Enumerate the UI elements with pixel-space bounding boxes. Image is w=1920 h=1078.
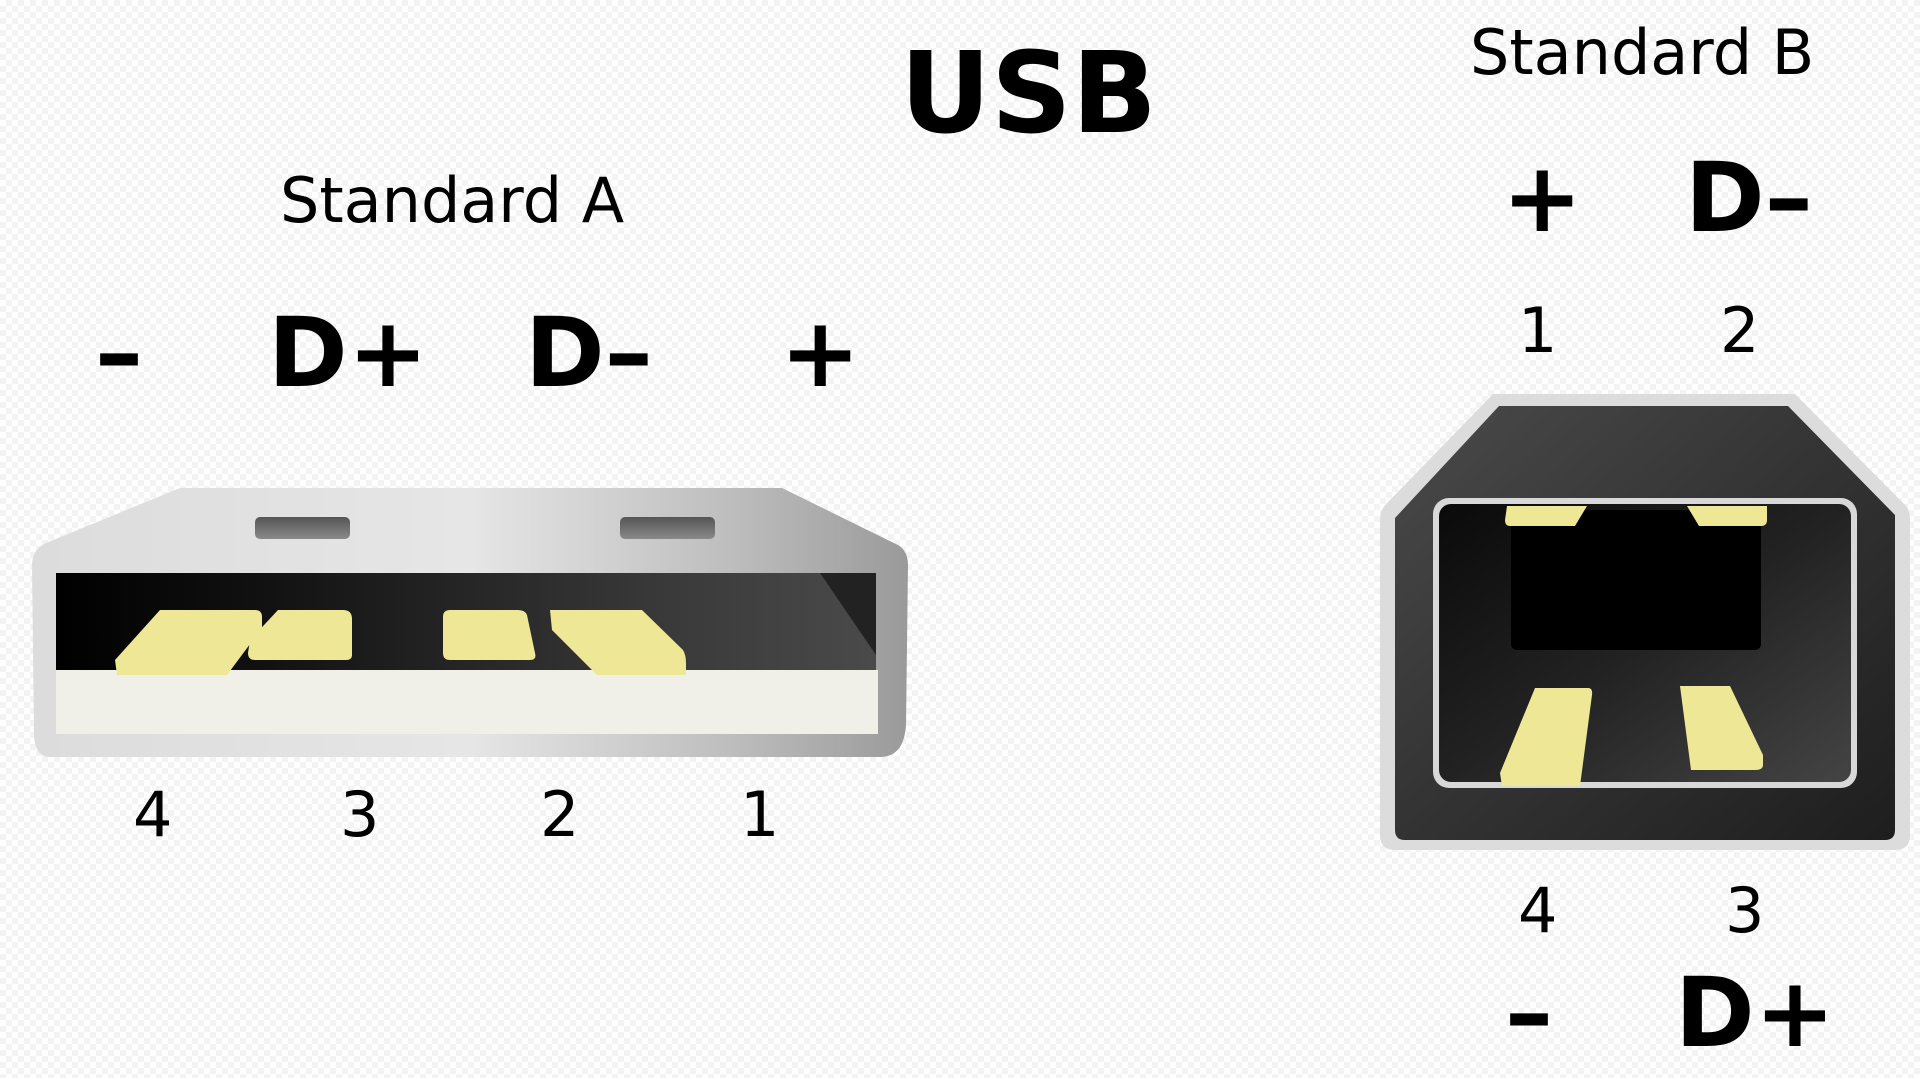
usb-a-latch-right bbox=[620, 517, 715, 539]
usb-b-connector-illustration bbox=[1380, 394, 1910, 850]
usb-b-contact-3 bbox=[1680, 686, 1763, 770]
usb-a-connector-illustration bbox=[32, 488, 908, 757]
standard-a-label: Standard A bbox=[280, 164, 625, 237]
standard-a-signal-vbus: + bbox=[780, 297, 861, 409]
usb-a-contact-4 bbox=[115, 610, 262, 675]
standard-b-pin-4: 4 bbox=[1518, 874, 1558, 947]
standard-a-pin-1: 1 bbox=[740, 778, 780, 851]
standard-a-signal-ground: – bbox=[95, 297, 143, 409]
usb-a-latch-left bbox=[255, 517, 350, 539]
standard-b-pin-2: 2 bbox=[1720, 294, 1760, 367]
standard-b-pin-1: 1 bbox=[1518, 294, 1558, 367]
usb-a-insulator bbox=[56, 670, 878, 734]
usb-b-contact-1 bbox=[1505, 506, 1587, 526]
standard-b-label: Standard B bbox=[1470, 16, 1815, 89]
standard-a-pin-3: 3 bbox=[340, 778, 380, 851]
usb-b-contact-4 bbox=[1500, 688, 1593, 786]
standard-b-signal-dminus: D– bbox=[1685, 142, 1813, 254]
page-title: USB bbox=[900, 29, 1157, 159]
usb-a-contact-2 bbox=[443, 610, 536, 660]
standard-a-pin-2: 2 bbox=[540, 778, 580, 851]
standard-b-signal-ground: – bbox=[1505, 957, 1553, 1069]
standard-a-signal-dplus: D+ bbox=[268, 297, 429, 409]
standard-b-signal-vbus: + bbox=[1502, 142, 1583, 254]
usb-b-contact-2 bbox=[1687, 506, 1767, 526]
usb-a-contact-1 bbox=[550, 610, 686, 675]
standard-b-pin-3: 3 bbox=[1725, 874, 1765, 947]
usb-a-contact-3 bbox=[248, 610, 352, 660]
standard-b-signal-dplus: D+ bbox=[1675, 957, 1836, 1069]
standard-a-pin-4: 4 bbox=[133, 778, 173, 851]
usb-b-center-block bbox=[1511, 510, 1761, 650]
standard-a-signal-dminus: D– bbox=[525, 297, 653, 409]
